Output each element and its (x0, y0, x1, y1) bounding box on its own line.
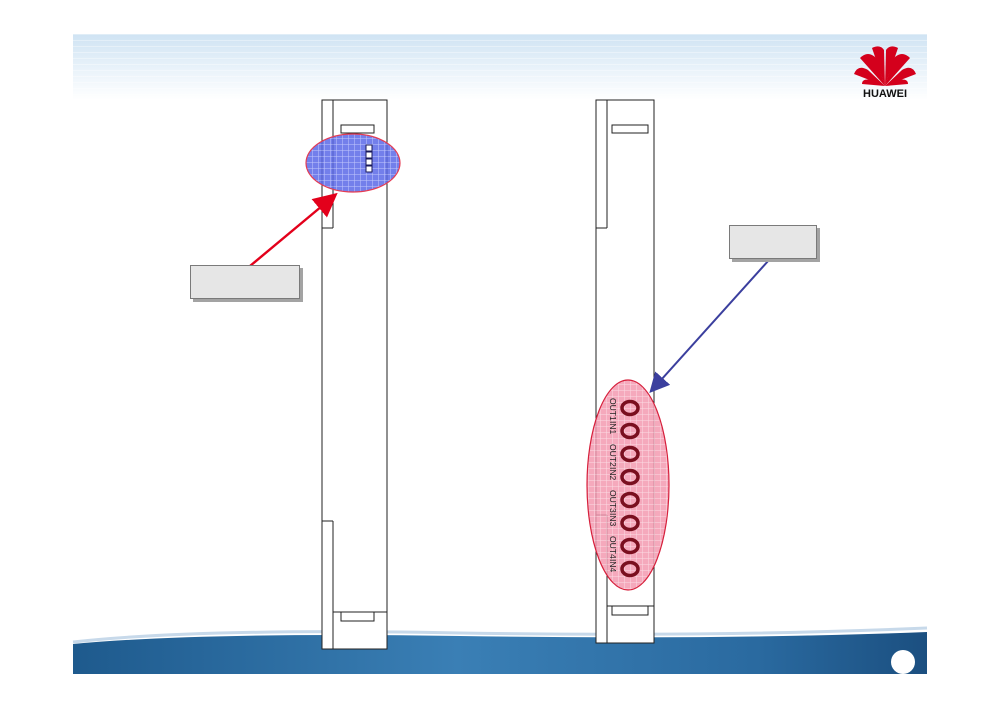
port-in3-icon (620, 514, 640, 532)
port-label: OUT3 (608, 490, 618, 513)
port-label: OUT1 (608, 398, 618, 421)
port-out2-icon (620, 445, 640, 463)
indicator-highlight (305, 133, 401, 193)
huawei-petals-icon (854, 46, 916, 86)
port-in2-icon (620, 468, 640, 486)
indicator-leds (365, 144, 373, 173)
port-label: OUT2 (608, 444, 618, 467)
blue-arrow (649, 259, 770, 393)
port-label: IN1 (608, 421, 618, 435)
port-out1-icon (620, 399, 640, 417)
port-in1-icon (620, 422, 640, 440)
port-label: IN2 (608, 467, 618, 481)
port-in4-icon (620, 560, 640, 578)
huawei-logo: HUAWEI (850, 40, 920, 104)
header-banner (73, 34, 927, 100)
port-label: OUT4 (608, 536, 618, 559)
port-label: IN4 (608, 559, 618, 573)
page-number-badge (891, 650, 915, 674)
right-callout-box (729, 225, 817, 259)
red-arrow (249, 192, 338, 267)
left-callout-box (190, 265, 300, 299)
port-out3-icon (620, 491, 640, 509)
port-label: IN3 (608, 513, 618, 527)
port-out4-icon (620, 537, 640, 555)
logo-text: HUAWEI (863, 88, 907, 100)
